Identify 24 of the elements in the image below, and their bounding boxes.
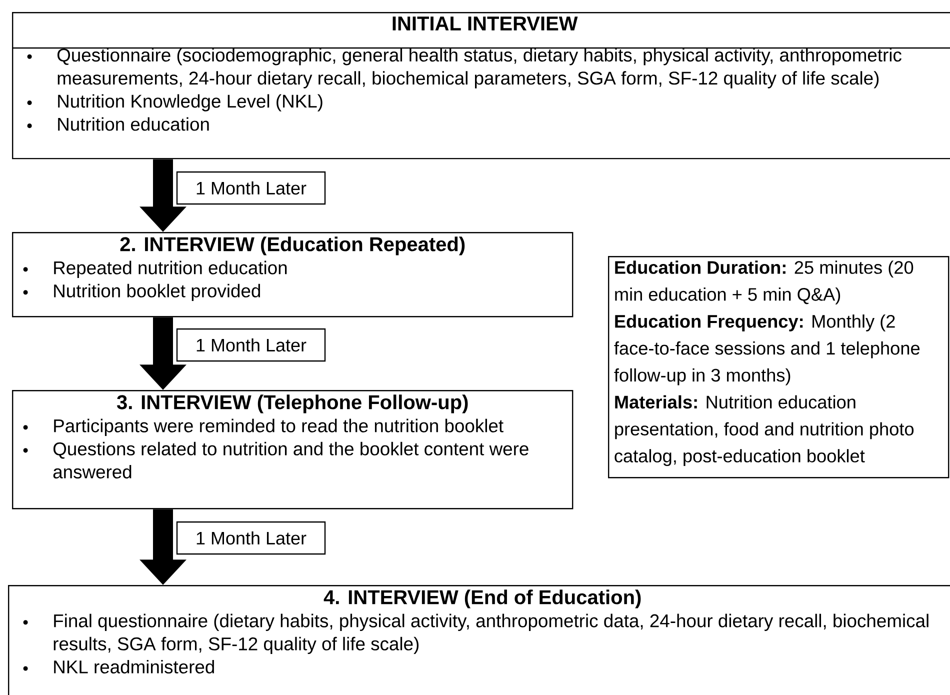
edge-label: 1 Month Later <box>176 171 326 205</box>
interview-box <box>8 585 950 695</box>
box-heading: 3. INTERVIEW (Telephone Follow-up) <box>116 394 468 414</box>
bullet-item: Participants were reminded to read the nutrition booklet <box>23 418 504 436</box>
bullet-item: Final questionnaire (dietary habits, physical activity, anthropometric data, 24-hour dietary recall, biochemical results, SGA form, SF-12 quality of life scale) <box>23 614 928 654</box>
info-paragraph: Education Duration: 25 minutes (20 min education + 5 min Q&A) <box>615 260 914 304</box>
interview-box <box>12 12 950 160</box>
bullet-item: Questionnaire (sociodemographic, general health status, dietary habits, physical activity, anthropometric measurements, 24-hour dietary recall, biochemical parameters, SGA form, SF-12 quality of life scale) <box>27 48 902 88</box>
info-paragraph: Education Frequency: Monthly (2 face-to-face sessions and 1 telephone follow-up in 3 months) <box>614 314 920 386</box>
box-heading: 4. INTERVIEW (End of Education) <box>324 590 641 608</box>
bullet-item: Nutrition booklet provided <box>23 284 260 302</box>
bullet-item: Nutrition Knowledge Level (NKL) <box>27 94 322 112</box>
box-heading: INITIAL INTERVIEW <box>392 16 578 30</box>
box-heading: 2. INTERVIEW (Education Repeated) <box>120 236 465 256</box>
interview-box <box>12 390 574 510</box>
bullet-item: Questions related to nutrition and the booklet content were answered <box>23 442 528 478</box>
bullet-item: Repeated nutrition education <box>23 260 287 278</box>
interview-box <box>12 232 574 318</box>
info-box <box>608 256 950 478</box>
edge-label: 1 Month Later <box>176 328 326 362</box>
bullet-item: Nutrition education <box>27 117 209 131</box>
edge-label: 1 Month Later <box>176 521 326 555</box>
info-paragraph: Materials: Nutrition education presentation, food and nutrition photo catalog, post-education booklet <box>614 395 914 466</box>
bullet-item: NKL readministered <box>23 660 214 674</box>
